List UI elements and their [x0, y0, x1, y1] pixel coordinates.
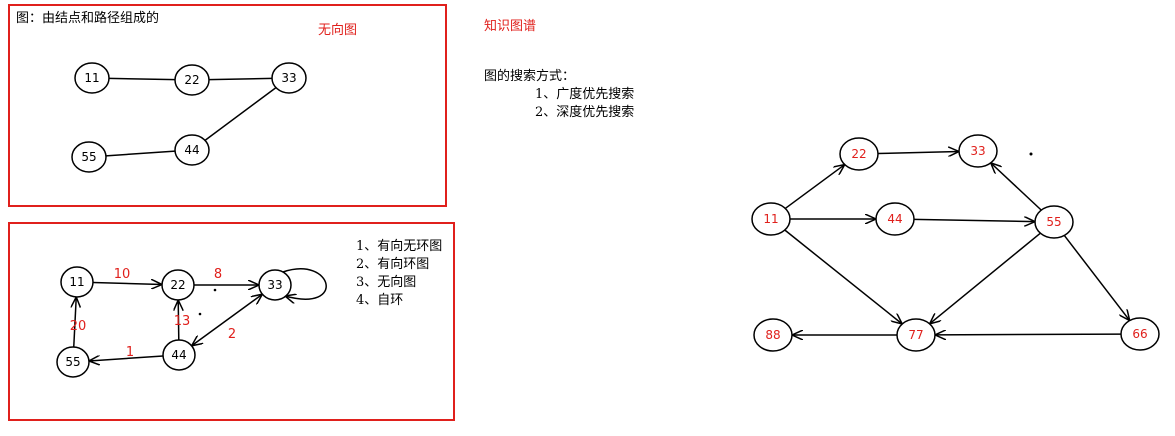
weighted-node-label-44: 44	[171, 348, 186, 362]
search-graph-node-22	[839, 137, 879, 171]
weighted-weight-44-33: 2	[228, 327, 236, 342]
undirected-node-label-33: 33	[281, 71, 296, 85]
graph-definition-caption: 图：由结点和路径组成的	[16, 11, 160, 26]
weighted-node-11	[60, 266, 94, 298]
weighted-node-label-33: 33	[267, 278, 282, 292]
undirected-node-44	[174, 134, 210, 166]
weighted-weight-11-22: 10	[114, 267, 131, 282]
directed-graph-frame	[8, 222, 455, 421]
weighted-edge-11-22	[92, 282, 162, 284]
search-graph-edge-55-77	[930, 232, 1041, 324]
search-graph-node-label-11: 11	[763, 212, 778, 226]
weighted-weight-44-22: 13	[174, 314, 191, 329]
weighted-edge-44-22	[178, 300, 179, 341]
search-graph-node-label-33: 33	[970, 144, 985, 158]
undirected-graph-frame	[8, 4, 447, 207]
undirected-node-label-55: 55	[81, 150, 96, 164]
search-graph-edge-66-77	[935, 334, 1122, 335]
search-method-dfs: 2、深度优先搜索	[535, 105, 635, 120]
weighted-node-label-22: 22	[170, 278, 185, 292]
weighted-weight-22-33: 8	[214, 267, 222, 282]
search-graph-node-11	[751, 202, 791, 236]
graph-type-self-loop: 4、自环	[356, 293, 404, 308]
graph-type-cyclic: 2、有向环图	[356, 257, 430, 272]
search-graph-edge-44-55	[913, 219, 1035, 221]
undirected-node-22	[174, 64, 210, 96]
weighted-node-label-11: 11	[69, 275, 84, 289]
weighted-weight-55-11: 20	[70, 319, 87, 334]
search-graph-node-label-22: 22	[851, 147, 866, 161]
search-graph-node-label-88: 88	[765, 328, 780, 342]
undirected-node-label-11: 11	[84, 71, 99, 85]
weighted-node-22	[161, 269, 195, 301]
weighted-node-33	[258, 269, 292, 301]
search-graph-node-77	[896, 318, 936, 352]
search-graph-node-label-66: 66	[1132, 327, 1147, 341]
weighted-edge-44-33	[192, 294, 263, 346]
search-graph-node-label-55: 55	[1046, 215, 1061, 229]
undirected-node-55	[71, 141, 107, 173]
search-graph-node-55	[1034, 205, 1074, 239]
undirected-edge-22-33	[208, 77, 273, 81]
weighted-edge-44-55	[89, 356, 164, 361]
search-graph-node-66	[1120, 317, 1160, 351]
weighted-edge-33-self-loop	[282, 268, 327, 299]
knowledge-graph-title: 知识图谱	[484, 19, 537, 34]
undirected-edge-11-22	[108, 77, 176, 81]
search-graph-edge-55-66	[1063, 234, 1129, 320]
search-graph-node-label-44: 44	[887, 212, 902, 226]
search-graph-node-44	[875, 202, 915, 236]
search-graph-node-label-77: 77	[908, 328, 923, 342]
search-graph-node-88	[753, 318, 793, 352]
weighted-edge-55-11	[74, 297, 77, 348]
search-graph-edge-55-33	[991, 163, 1042, 211]
undirected-edge-44-55	[105, 150, 176, 157]
search-method-bfs: 1、广度优先搜索	[535, 87, 635, 102]
weighted-node-44	[162, 339, 196, 371]
search-graph-node-33	[958, 134, 998, 168]
search-graph-edge-11-77	[784, 229, 902, 324]
search-graph-edge-22-33	[877, 151, 959, 153]
undirected-edge-33-44	[204, 87, 277, 141]
undirected-node-11	[74, 62, 110, 94]
graph-type-dag: 1、有向无环图	[356, 239, 443, 254]
weighted-node-label-55: 55	[65, 355, 80, 369]
weighted-weight-44-55: 1	[126, 345, 134, 360]
search-methods-title: 图的搜索方式：	[484, 69, 576, 84]
graph-type-undirected: 3、无向图	[356, 275, 417, 290]
undirected-node-label-22: 22	[184, 73, 199, 87]
undirected-graph-label: 无向图	[318, 23, 358, 38]
search-graph-edge-11-22	[784, 165, 844, 210]
undirected-node-label-44: 44	[184, 143, 199, 157]
weighted-node-55	[56, 346, 90, 378]
undirected-node-33	[271, 62, 307, 94]
